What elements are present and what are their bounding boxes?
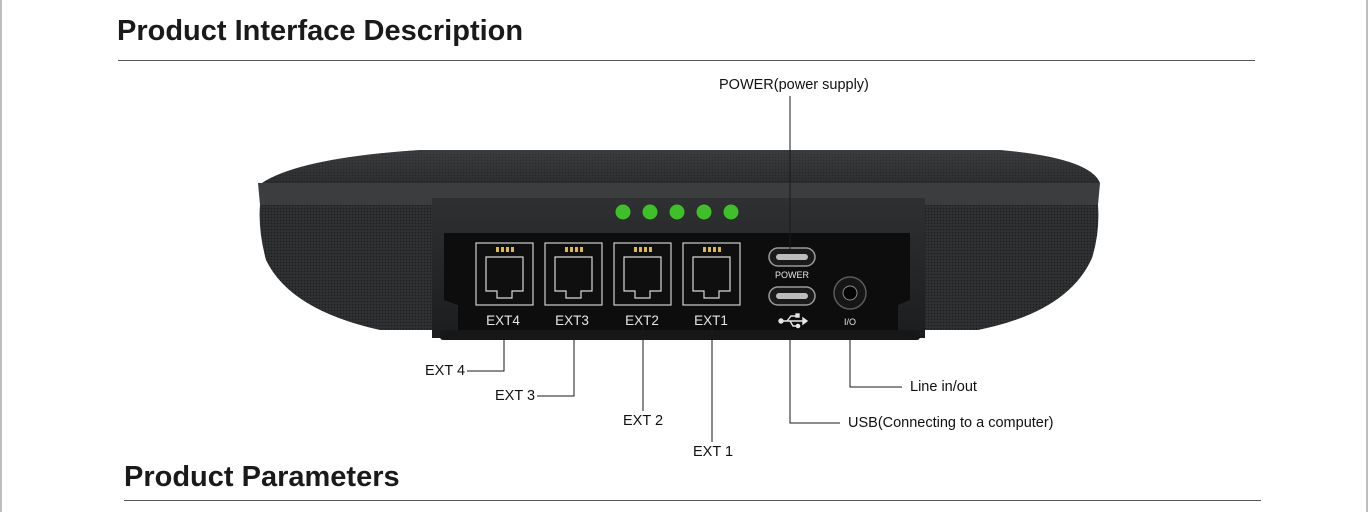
leader-ext4 [467,335,505,372]
port-audio-jack [833,276,867,310]
port-label-ext4: EXT4 [486,313,520,328]
port-ext4 [475,242,534,306]
usb-icon [778,313,809,329]
page-left-border [0,0,2,512]
status-led [669,204,685,220]
port-ext3 [544,242,603,306]
callout-ext4: EXT 4 [425,363,466,379]
status-led [615,204,631,220]
section-title-interface: Product Interface Description [117,15,524,47]
section-divider [118,60,1255,61]
status-led [696,204,712,220]
callout-usb: USB(Connecting to a computer) [848,415,1054,431]
section-title-parameters: Product Parameters [124,461,400,493]
port-label-ext2: EXT2 [625,313,659,328]
callout-ext3: EXT 3 [495,388,536,404]
port-power-usb-c [768,247,816,267]
port-ext2 [613,242,672,306]
status-led [642,204,658,220]
status-leds [615,204,739,220]
leader-line-in-out [849,335,902,388]
leader-usb [789,335,840,424]
status-led [723,204,739,220]
callout-ext1: EXT 1 [693,444,734,460]
port-ext1 [682,242,741,306]
port-label-io: I/O [844,317,856,327]
page-right-border [1366,0,1368,512]
speakerphone-device [258,150,1100,340]
section-divider [124,500,1261,501]
callout-lines [467,96,902,442]
port-usb-c [768,286,816,306]
callout-ext2: EXT 2 [623,413,664,429]
leader-ext3 [537,335,575,397]
callout-line-in-out: Line in/out [910,379,977,395]
callout-power: POWER(power supply) [719,77,869,93]
port-label-ext3: EXT3 [555,313,589,328]
port-label-power: POWER [775,270,810,280]
port-label-ext1: EXT1 [694,313,728,328]
